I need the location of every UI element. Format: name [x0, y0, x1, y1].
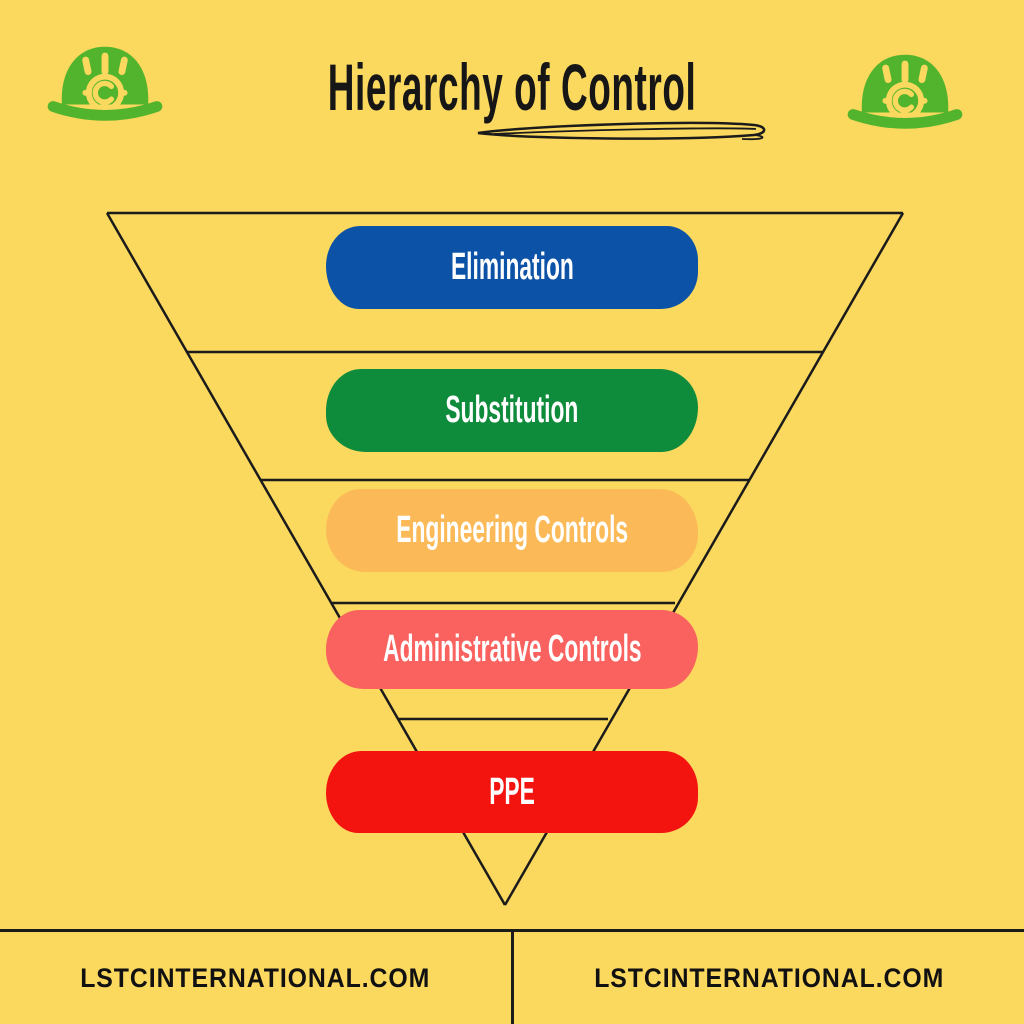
- funnel-level-label: PPE: [489, 770, 535, 813]
- funnel-level-label: Elimination: [450, 246, 574, 288]
- page-title: Hierarchy of Control: [327, 50, 697, 124]
- funnel-level-administrative-controls: Administrative Controls: [326, 610, 698, 689]
- funnel-level-label: Substitution: [445, 389, 579, 431]
- footer-right-cell: LSTCINTERNATIONAL.COM: [514, 932, 1024, 1024]
- footer-website-left: LSTCINTERNATIONAL.COM: [80, 962, 431, 993]
- funnel-level-engineering-controls: Engineering Controls: [326, 489, 698, 572]
- funnel-level-ppe: PPE: [326, 751, 698, 833]
- footer: LSTCINTERNATIONAL.COM LSTCINTERNATIONAL.…: [0, 929, 1024, 1024]
- funnel-level-substitution: Substitution: [326, 369, 698, 452]
- hard-hat-icon: [45, 34, 165, 132]
- funnel-level-label: Engineering Controls: [396, 509, 628, 551]
- footer-website-right: LSTCINTERNATIONAL.COM: [593, 962, 944, 993]
- footer-left-cell: LSTCINTERNATIONAL.COM: [0, 932, 511, 1024]
- funnel-level-elimination: Elimination: [326, 226, 698, 309]
- funnel-level-label: Administrative Controls: [382, 628, 642, 670]
- footer-divider: [510, 932, 514, 1024]
- title-underline-squiggle: [470, 116, 772, 144]
- header: Hierarchy of Control: [0, 54, 1024, 120]
- hard-hat-icon: [845, 42, 965, 140]
